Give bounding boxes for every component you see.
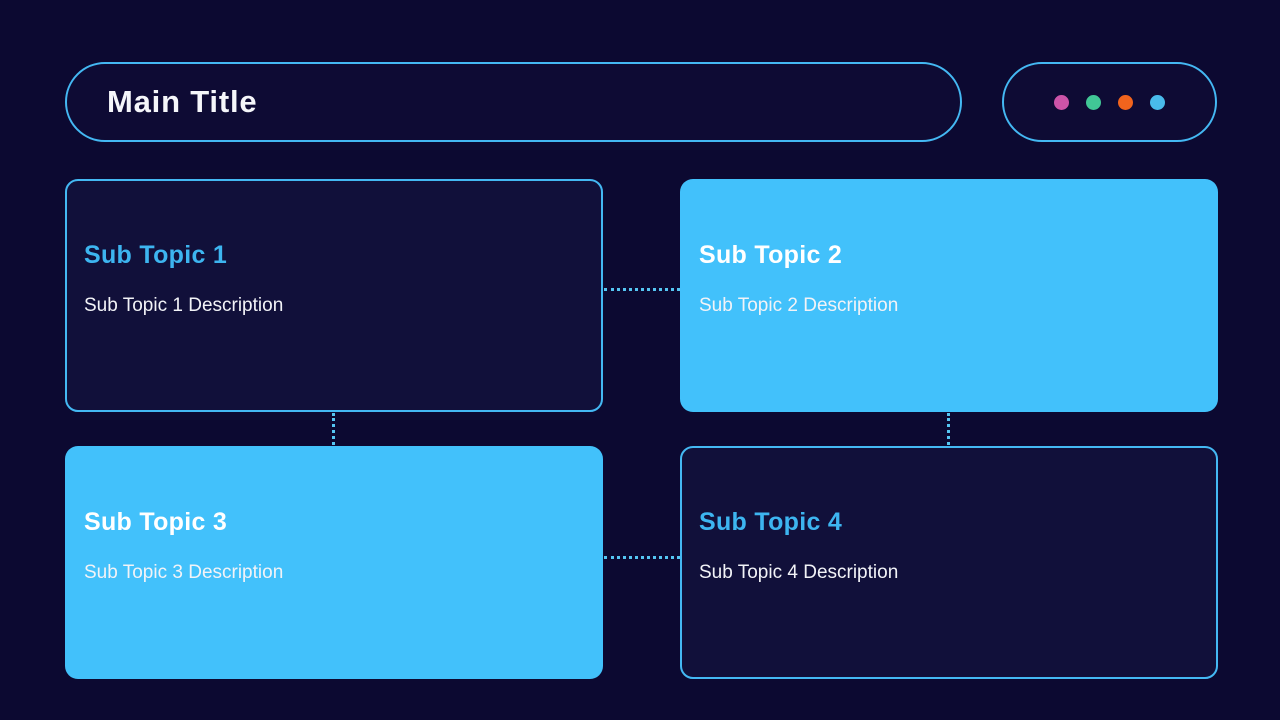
sub-topic-3-description: Sub Topic 3 Description bbox=[84, 562, 284, 583]
sub-topic-card-2[interactable]: Sub Topic 2 Sub Topic 2 Description bbox=[680, 179, 1218, 412]
sub-topic-card-3[interactable]: Sub Topic 3 Sub Topic 3 Description bbox=[65, 446, 603, 679]
sub-topic-2-title: Sub Topic 2 bbox=[699, 241, 843, 269]
green-dot-icon bbox=[1086, 94, 1101, 110]
sub-topic-1-title: Sub Topic 1 bbox=[84, 241, 228, 269]
main-title-text: Main Title bbox=[107, 84, 258, 119]
sub-topic-card-1[interactable]: Sub Topic 1 Sub Topic 1 Description bbox=[65, 179, 603, 412]
sub-topic-4-title: Sub Topic 4 bbox=[699, 508, 843, 536]
sub-topic-card-4[interactable]: Sub Topic 4 Sub Topic 4 Description bbox=[680, 446, 1218, 679]
connector-card2-card4 bbox=[947, 413, 950, 445]
orange-dot-icon bbox=[1118, 94, 1133, 110]
decoration-dots-box bbox=[1002, 62, 1217, 142]
connector-card1-card2 bbox=[604, 288, 680, 291]
sub-topic-2-description: Sub Topic 2 Description bbox=[699, 295, 899, 316]
main-title-box[interactable]: Main Title bbox=[65, 62, 962, 142]
connector-card3-card4 bbox=[604, 556, 680, 559]
blue-dot-icon bbox=[1150, 94, 1165, 110]
sub-topic-1-description: Sub Topic 1 Description bbox=[84, 295, 284, 316]
pink-dot-icon bbox=[1054, 94, 1069, 110]
connector-card1-card3 bbox=[332, 413, 335, 445]
sub-topic-3-title: Sub Topic 3 bbox=[84, 508, 228, 536]
sub-topic-4-description: Sub Topic 4 Description bbox=[699, 562, 899, 583]
